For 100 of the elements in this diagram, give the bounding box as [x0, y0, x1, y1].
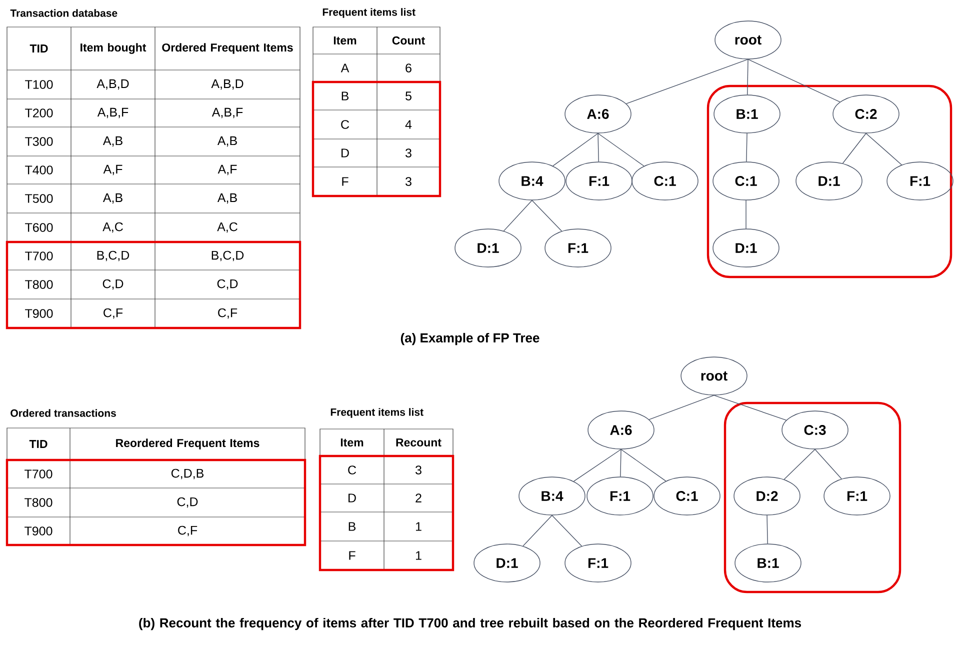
table-entry: T800	[25, 280, 53, 289]
table-entry: A,B	[102, 136, 122, 147]
table-entry: T100	[25, 80, 53, 89]
tree-edge	[814, 449, 842, 480]
tree-node: F:1	[544, 228, 612, 268]
tree-edge	[503, 200, 532, 232]
tree-edge	[746, 133, 748, 162]
header-text: Item	[340, 438, 364, 447]
tree-node: F:1	[824, 476, 890, 516]
tree-node: root	[680, 356, 748, 396]
table-entry: T800	[24, 498, 52, 507]
caption: (a) Example of FP Tree	[400, 332, 540, 346]
tree-edge	[866, 133, 902, 166]
table-entry: D	[342, 148, 349, 158]
tree-edge	[573, 449, 622, 482]
table-entry: A,C	[217, 222, 238, 233]
table-entry: A,F	[218, 164, 237, 176]
table-entry: C,D	[217, 279, 238, 290]
tree-edge	[648, 395, 714, 420]
table-entry: A	[340, 64, 350, 72]
tree-node: root	[714, 20, 782, 60]
header-text: TID	[30, 44, 48, 52]
table-entry: T600	[25, 223, 53, 232]
table-entry: C,D	[177, 497, 198, 508]
table-entry: A,B,D	[211, 79, 244, 90]
table-entry: 1	[416, 551, 422, 560]
table-title: Frequent items list	[322, 8, 416, 18]
table-entry: A,B,F	[212, 108, 243, 118]
table-entry: 6	[406, 64, 412, 72]
table-entry: D	[348, 494, 356, 502]
tree-node: D:1	[474, 544, 540, 582]
tree-edge	[747, 59, 748, 95]
table-entry: C	[348, 466, 356, 474]
tree-edge	[748, 59, 840, 102]
table-entry: C,F	[104, 308, 123, 319]
table-entry: A,B,F	[97, 108, 128, 118]
table-entry: A,B	[102, 193, 122, 204]
tree-node: C:1	[632, 162, 698, 200]
tree-node: F:1	[586, 476, 654, 516]
table-entry: C,F	[218, 308, 238, 319]
tree-node: C:1	[654, 476, 720, 516]
tree-node: B:4	[518, 476, 586, 516]
table-entry: 1	[416, 522, 422, 531]
header-text: Reordered Frequent Items	[116, 438, 260, 450]
tree-edge	[598, 133, 644, 166]
tree-node: C:1	[712, 162, 780, 200]
table-title: Frequent items list	[330, 408, 424, 418]
table-entry: A,B,D	[96, 79, 129, 90]
table-entry: C	[341, 120, 350, 129]
table-entry: B	[342, 92, 349, 100]
tree-node: F:1	[564, 544, 632, 582]
table-entry: T700	[24, 470, 52, 478]
table-entry: 3	[416, 466, 422, 474]
table-entry: 2	[416, 494, 422, 502]
table-entry: A,B	[217, 193, 237, 204]
table-title: Ordered transactions	[10, 409, 116, 417]
tree-edge	[552, 515, 582, 546]
table-entry: T900	[24, 526, 52, 536]
table-entry: C,D	[102, 279, 124, 290]
header-text: TID	[29, 440, 48, 448]
table-entry: B	[348, 522, 356, 531]
table-entry: T300	[25, 137, 53, 146]
tree-node: F:1	[886, 162, 954, 200]
table-entry: F	[349, 551, 356, 560]
tree-edge	[626, 59, 748, 104]
table-title: Transaction database	[10, 9, 118, 17]
tree-node: F:1	[566, 162, 632, 200]
table-entry: 3	[406, 148, 412, 158]
caption: (b) Recount the frequency of items after TID T700 and tree rebuilt based on the Reordered Frequent Items	[139, 618, 801, 630]
header-text: Item	[334, 36, 356, 44]
tree-node: B:1	[734, 544, 802, 582]
tree-node: A:6	[588, 410, 654, 450]
tree-node: B:4	[498, 162, 566, 200]
tree-node: C:2	[832, 94, 900, 134]
tree-node: D:1	[454, 228, 522, 268]
table-entry: F	[342, 177, 348, 186]
table-entry: A,C	[102, 222, 123, 233]
table-entry: T500	[25, 194, 53, 203]
tree-node: D:1	[712, 228, 780, 268]
tree-node: C:3	[782, 410, 848, 450]
table-entry: T900	[25, 309, 53, 318]
tree-node: B:1	[714, 94, 780, 134]
tree-node: D:1	[796, 162, 862, 200]
table-entry: T200	[25, 108, 53, 118]
tree-edge	[522, 515, 552, 546]
tree-node: A:6	[564, 94, 632, 134]
table-entry: C,F	[178, 526, 198, 536]
table-entry: A,B	[217, 136, 237, 147]
tree-edge	[842, 133, 866, 164]
table-entry: 3	[406, 177, 412, 186]
header-text: Recount	[396, 438, 442, 447]
tree-node: D:2	[734, 476, 800, 516]
table-entry: 5	[406, 92, 412, 100]
tree-edge	[620, 449, 666, 482]
table-entry: A,F	[103, 164, 122, 176]
tree-edge	[714, 395, 787, 421]
table-entry: B,C,D	[97, 250, 130, 262]
table-entry: C,D,B	[171, 468, 204, 480]
tree-edge	[620, 449, 622, 478]
tree-edge	[532, 200, 562, 232]
